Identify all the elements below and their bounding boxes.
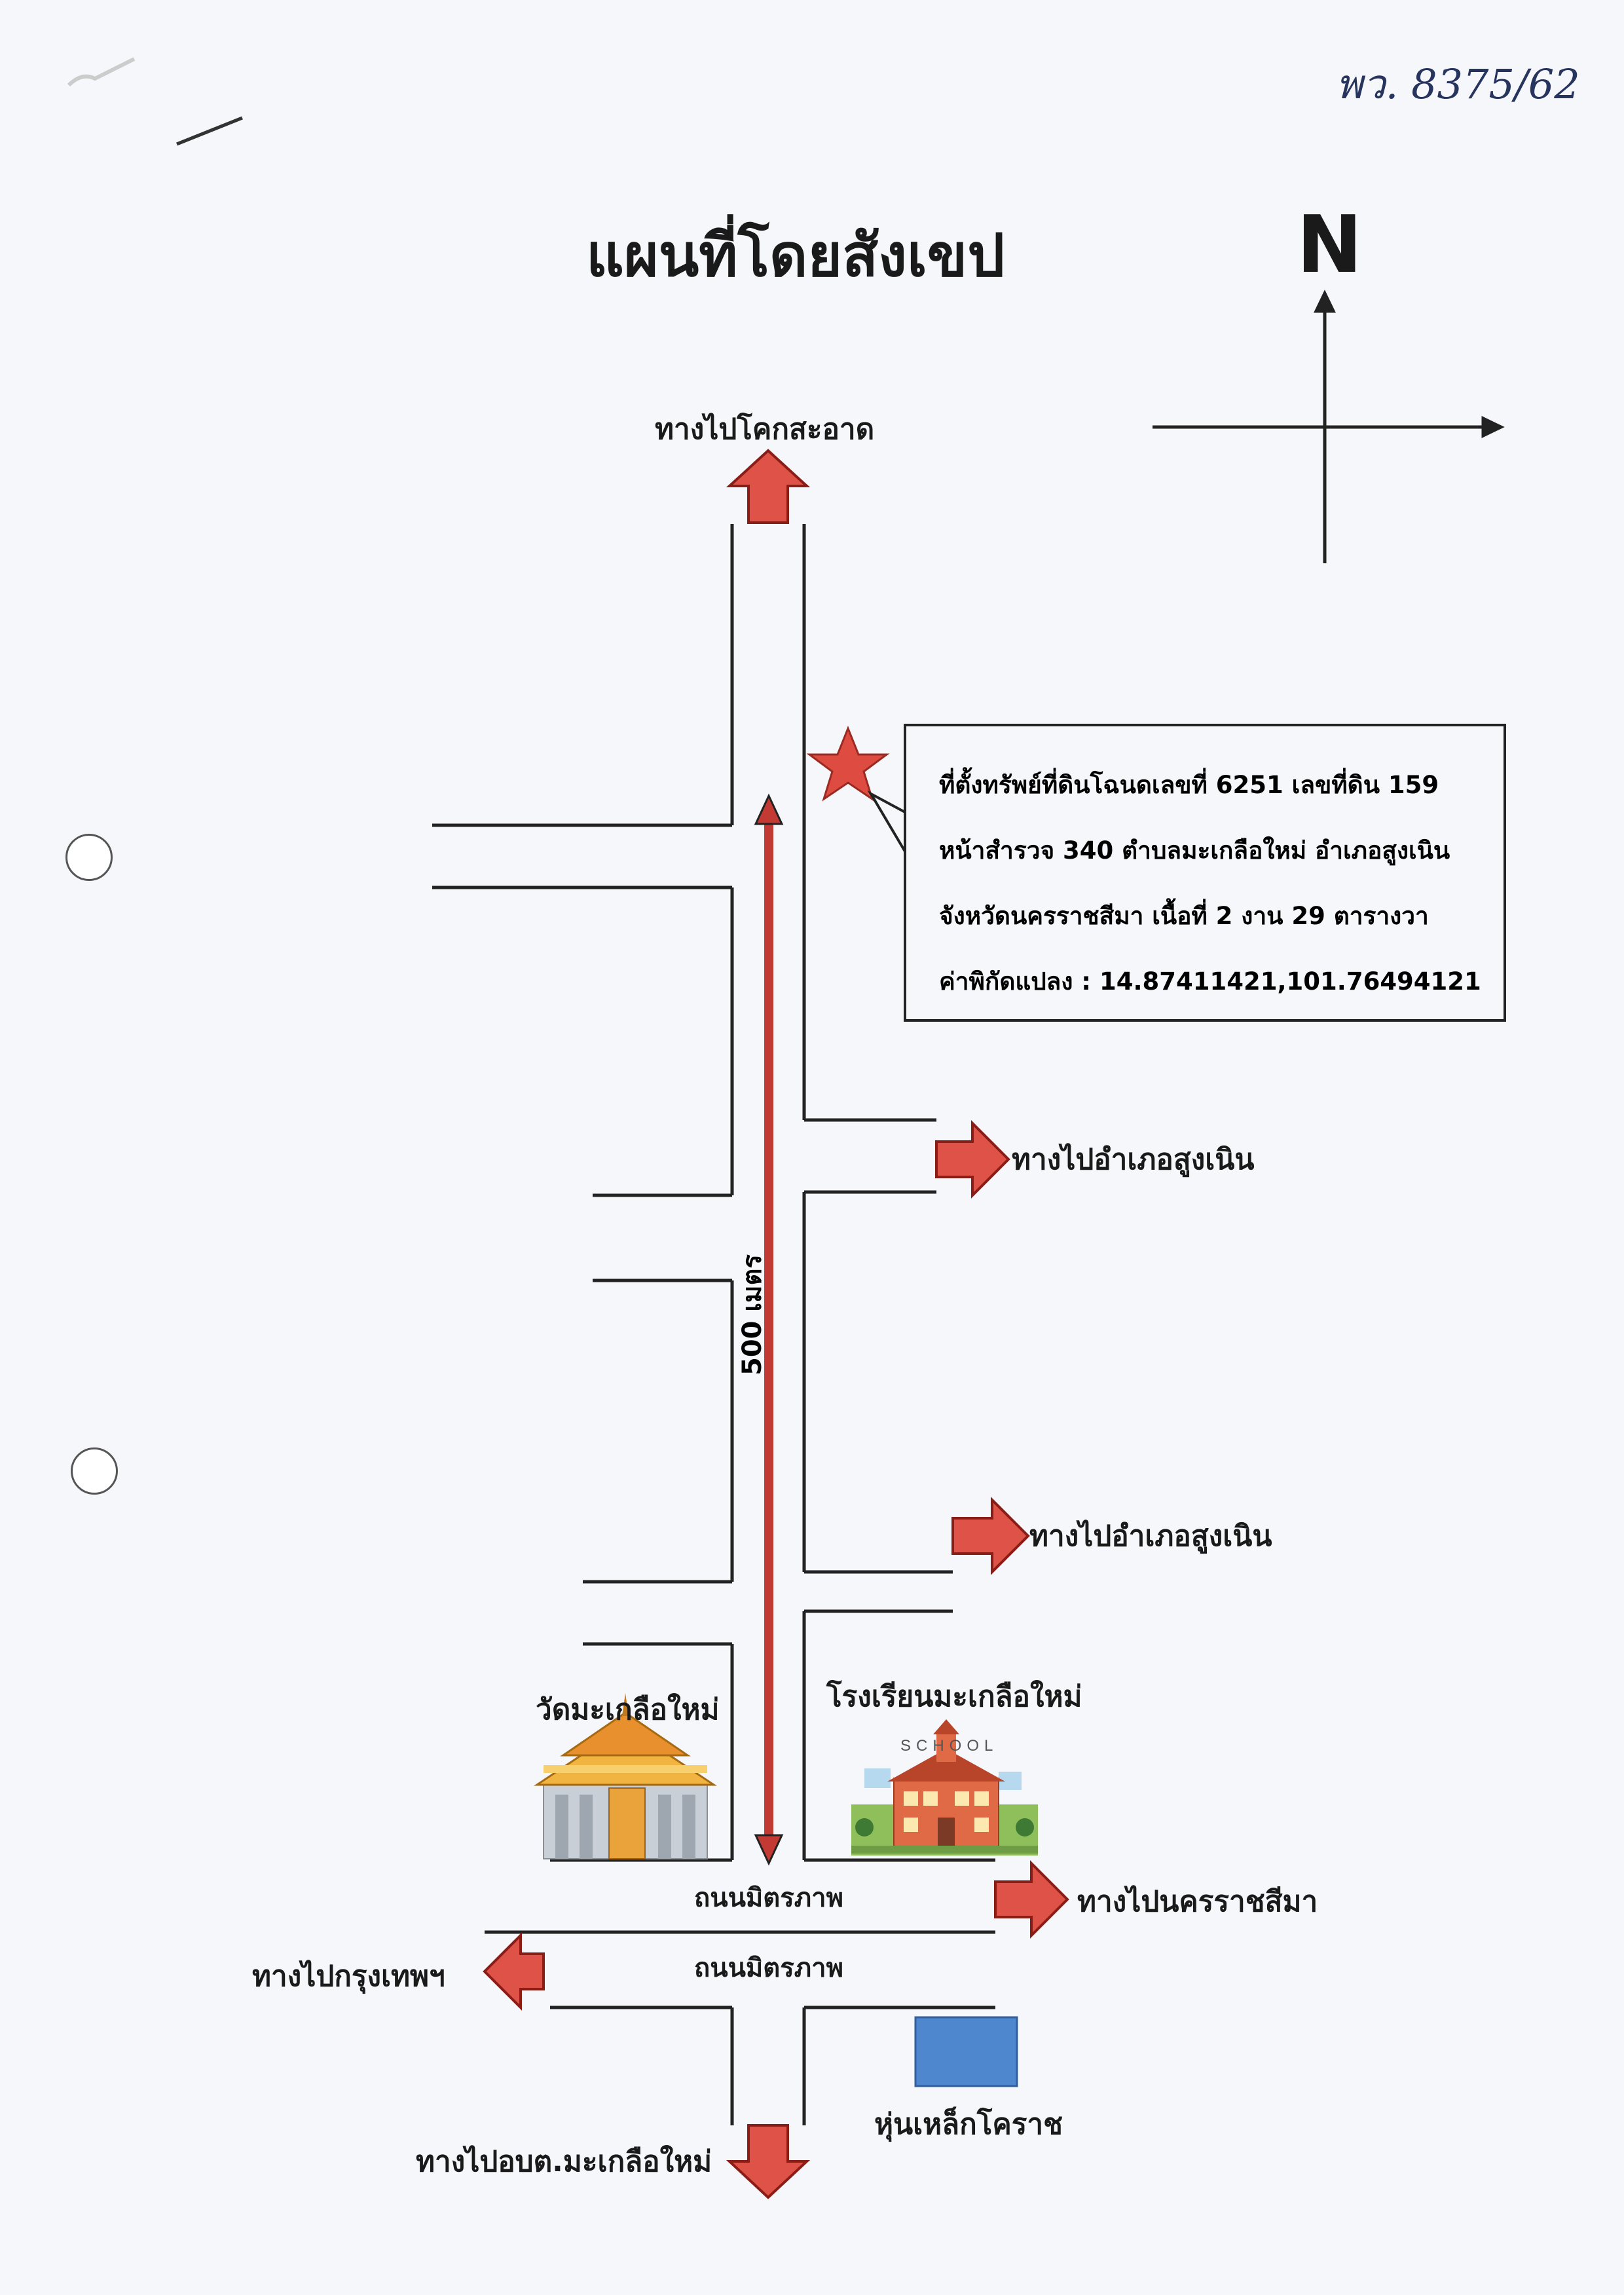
compass-north-label: N bbox=[1297, 200, 1363, 291]
info-line: ค่าพิกัดแปลง : 14.87411421,101.76494121 bbox=[939, 967, 1481, 996]
reference-note: พว. 8375/62 bbox=[1336, 60, 1580, 108]
label-to-khok-sa-at: ทางไปโคกสะอาด bbox=[655, 413, 875, 446]
arrow-right-icon bbox=[951, 1497, 1030, 1575]
temple-icon bbox=[534, 1693, 717, 1859]
scan-mark bbox=[176, 116, 243, 146]
statue-marker-icon bbox=[914, 2016, 1018, 2087]
punch-hole bbox=[65, 834, 113, 881]
info-line: หน้าสำรวจ 340 ตำบลมะเกลือใหม่ อำเภอสูงเน… bbox=[939, 836, 1450, 865]
scale-label: 500 เมตร bbox=[737, 1254, 767, 1375]
school-icon bbox=[851, 1719, 1038, 1856]
callout-pointer bbox=[867, 790, 906, 853]
arrow-right-icon bbox=[994, 1860, 1069, 1939]
label-to-sung-noen-1: ทางไปอำเภอสูงเนิน bbox=[1012, 1143, 1255, 1176]
school-sign: SCHOOL bbox=[900, 1737, 998, 1755]
label-school: โรงเรียนมะเกลือใหม่ bbox=[826, 1680, 1082, 1713]
scale-bar bbox=[754, 793, 784, 1866]
page-title: แผนที่โดยสังเขป bbox=[586, 221, 1005, 290]
label-to-nakhon-ratchasima: ทางไปนครราชสีมา bbox=[1077, 1885, 1318, 1918]
arrow-left-icon bbox=[483, 1932, 545, 2011]
punch-hole bbox=[71, 1447, 118, 1495]
arrow-right-icon bbox=[935, 1120, 1010, 1199]
label-temple: วัดมะเกลือใหม่ bbox=[536, 1693, 720, 1726]
property-info-box: ที่ตั้งทรัพย์ที่ดินโฉนดเลขที่ 6251 เลขที… bbox=[904, 724, 1506, 1022]
label-korat-statue: หุ่นเหล็กโคราช bbox=[874, 2108, 1063, 2141]
compass-icon bbox=[1153, 289, 1505, 563]
scan-smudge bbox=[67, 57, 136, 87]
label-to-tambon-office: ทางไปอบต.มะเกลือใหม่ bbox=[416, 2145, 712, 2178]
info-line: ที่ตั้งทรัพย์ที่ดินโฉนดเลขที่ 6251 เลขที… bbox=[939, 771, 1439, 799]
label-road-south: ถนนมิตรภาพ bbox=[694, 1953, 843, 1983]
arrow-up-icon bbox=[726, 449, 811, 524]
arrow-down-icon bbox=[726, 2124, 811, 2199]
star-icon bbox=[806, 725, 890, 802]
info-line: จังหวัดนครราชสีมา เนื้อที่ 2 งาน 29 ตารา… bbox=[939, 902, 1429, 930]
label-to-sung-noen-2: ทางไปอำเภอสูงเนิน bbox=[1029, 1520, 1272, 1553]
label-road-north: ถนนมิตรภาพ bbox=[694, 1883, 843, 1913]
label-to-bangkok: ทางไปกรุงเทพฯ bbox=[252, 1960, 445, 1993]
main-road bbox=[432, 524, 995, 2125]
